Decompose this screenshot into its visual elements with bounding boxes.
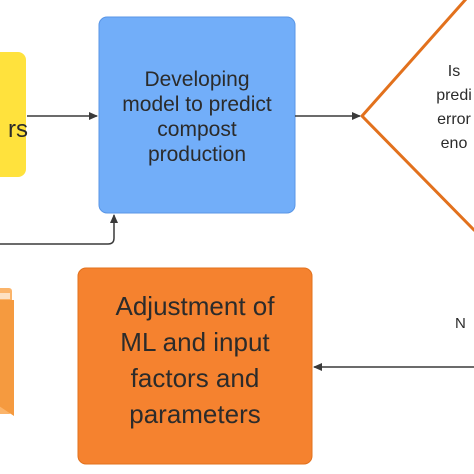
input-factors-label: rs	[8, 116, 28, 143]
adjustment-node	[77, 267, 313, 465]
edge-label-no: N	[455, 314, 466, 332]
develop-model-node	[98, 16, 296, 214]
adjustment-label: Adjustment of ML and input factors and p…	[115, 291, 275, 429]
document-stack-icon	[0, 288, 14, 416]
input-factors-node	[0, 52, 26, 177]
arrow-feedback-to-model	[0, 214, 118, 245]
develop-model-label: Developing model to predict compost prod…	[122, 68, 272, 166]
decision-label: Is predi error eno	[436, 62, 472, 152]
decision-diamond	[360, 0, 474, 232]
